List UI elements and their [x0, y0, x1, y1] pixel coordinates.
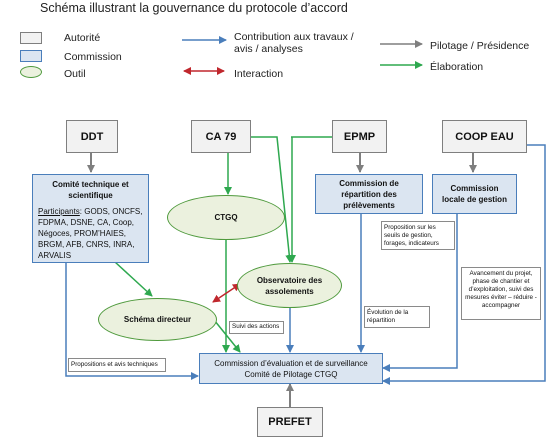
ca79-box: CA 79 — [191, 120, 251, 153]
schema-directeur-ellipse: Schéma directeur — [98, 298, 217, 341]
ctgq-ellipse: CTGQ — [167, 195, 285, 240]
legend-authority-label: Autorité — [64, 32, 101, 44]
cts-participants-label: Participants — [38, 207, 80, 216]
commission-locale-box: Commission locale de gestion — [432, 174, 517, 214]
cts-to-evaluation-arrow — [65, 263, 199, 380]
ca79-to-observatoire-arrow — [250, 136, 294, 263]
note-propositions: Propositions et avis techniques — [68, 358, 166, 372]
cts-participants: Participants: GODS, ONCFS, FDPMA, DSNE, … — [38, 206, 143, 261]
observatoire-ellipse: Observatoire des assolements — [237, 263, 342, 308]
note-avancement: Avancement du projet, phase de chantier … — [461, 267, 541, 320]
comite-technique-scientifique-box: Comité technique et scientifique Partici… — [32, 174, 149, 263]
coop-to-evaluation-arrow — [382, 144, 546, 385]
locale-to-evaluation-arrow — [382, 214, 458, 372]
evaluation-line1: Commission d’évaluation et de surveillan… — [214, 358, 368, 368]
cts-participants-list: : GODS, ONCFS, FDPMA, DSNE, CA, Coop, Né… — [38, 207, 143, 260]
legend-elaboration-label: Élaboration — [430, 61, 484, 73]
note-evolution: Évolution de la répartition — [364, 306, 430, 328]
legend-commission-label: Commission — [64, 51, 122, 63]
commission-repartition-box: Commission de répartition des prélèvemen… — [315, 174, 423, 214]
legend-interaction-label: Interaction — [234, 68, 284, 80]
legend-tool-label: Outil — [64, 68, 86, 80]
note-seuils: Proposition sur les seuils de gestion, f… — [381, 221, 455, 250]
evaluation-line2: Comité de Pilotage CTGQ — [244, 369, 338, 379]
diagram-title: Schéma illustrant la gouvernance du prot… — [40, 1, 348, 15]
legend-pilotage-label: Pilotage / Présidence — [430, 40, 530, 52]
cts-to-schema-arrow — [114, 261, 153, 297]
legend-contribution-label: Contribution aux travaux / avis / analys… — [234, 31, 354, 55]
prefet-box: PREFET — [257, 407, 323, 437]
coop-eau-box: COOP EAU — [442, 120, 527, 153]
commission-evaluation-box: Commission d’évaluation et de surveillan… — [199, 353, 383, 384]
legend-tool-swatch — [20, 66, 42, 78]
cts-title: Comité technique et scientifique — [52, 180, 129, 200]
ddt-box: DDT — [66, 120, 118, 153]
legend-authority-swatch — [20, 32, 42, 44]
legend-commission-swatch — [20, 50, 42, 62]
epmp-box: EPMP — [332, 120, 387, 153]
note-suivi: Suivi des actions — [229, 321, 284, 334]
schema-observatoire-interaction-arrow — [212, 283, 241, 303]
